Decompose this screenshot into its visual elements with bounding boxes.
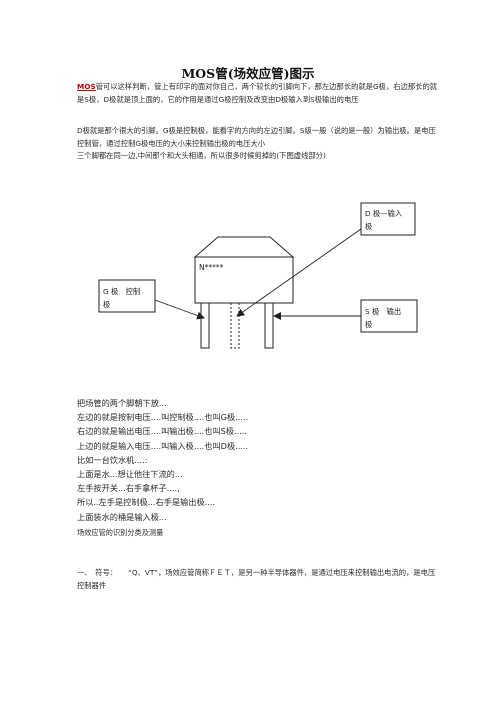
explanation-line: 左手按开关...右手拿杯子...., bbox=[77, 483, 180, 494]
intro-paragraph-3: 三个脚都在同一边,中间那个和大头相通，所以很多时候剪掉的(下图虚线部分) bbox=[77, 151, 326, 160]
g-pin bbox=[200, 302, 210, 349]
chip-body bbox=[194, 256, 294, 304]
d-label-line1: D 极—输入 bbox=[365, 209, 403, 218]
explanation-line: 右边的就是输出电压....叫输出极....也叫S极..... bbox=[77, 426, 248, 437]
mosfet-diagram: N***** D 极—输入 极 G 极 控制 极 S 极 输出 极 bbox=[98, 202, 418, 349]
section-paragraph: 一、 符号： “Q、VT”，场效应管简称ＦＥＴ，是另一种半导体器件，是通过电压来… bbox=[77, 568, 436, 590]
explanation-line: 把场管的两个脚朝下放... bbox=[77, 398, 167, 408]
explanation-line: 左边的就是按制电压....叫控制极....也叫G极..... bbox=[77, 412, 249, 423]
chip-marking: N***** bbox=[199, 263, 224, 272]
page-title: MOS管(场效应管)图示 bbox=[181, 66, 315, 81]
s-pin bbox=[264, 302, 274, 349]
intro-paragraph-1-text: 管可以这样判断，管上有印字的面对你自己，两个较长的引脚向下，那左边那长的就是G极… bbox=[77, 82, 438, 104]
g-label-box bbox=[98, 279, 156, 313]
chip-top bbox=[193, 236, 295, 258]
explanation-line: 所以..左手是控制极...右手是输出极.... bbox=[77, 497, 216, 508]
d-pin-cut bbox=[230, 302, 240, 349]
explanation-line: 上面装水的桶是输入极... bbox=[77, 511, 167, 522]
g-label-line2: 极 bbox=[103, 300, 111, 309]
intro-paragraph-2: D极就是那个很大的引脚。G极是控制极，能看字的方向的左边引脚。S级一般（说的是一… bbox=[77, 126, 436, 148]
g-arrow bbox=[154, 299, 205, 320]
mos-label: MOS bbox=[77, 82, 96, 91]
section-title: 场效应管的识别分类及测量 bbox=[77, 528, 164, 537]
explanation-line: 上面是水...想让他往下流的... bbox=[77, 469, 183, 480]
explanation-line: 上边的就是输入电压....叫输入极....也叫D极..... bbox=[77, 440, 249, 451]
d-arrow bbox=[236, 228, 362, 317]
explanation-block: 把场管的两个脚朝下放... 左边的就是按制电压....叫控制极....也叫G极.… bbox=[77, 396, 437, 524]
g-label-line1: G 极 控制 bbox=[103, 287, 140, 296]
s-label-line2: 极 bbox=[365, 320, 373, 329]
d-label-box bbox=[360, 202, 416, 236]
intro-paragraph-1: MOS管可以这样判断，管上有印字的面对你自己，两个较长的引脚向下，那左边那长的就… bbox=[77, 81, 439, 106]
s-label-box bbox=[360, 299, 418, 333]
s-label-line1: S 极 输出 bbox=[365, 307, 401, 316]
d-label-line2: 极 bbox=[365, 222, 373, 231]
explanation-line: 比如一台饮水机....: bbox=[77, 454, 148, 465]
